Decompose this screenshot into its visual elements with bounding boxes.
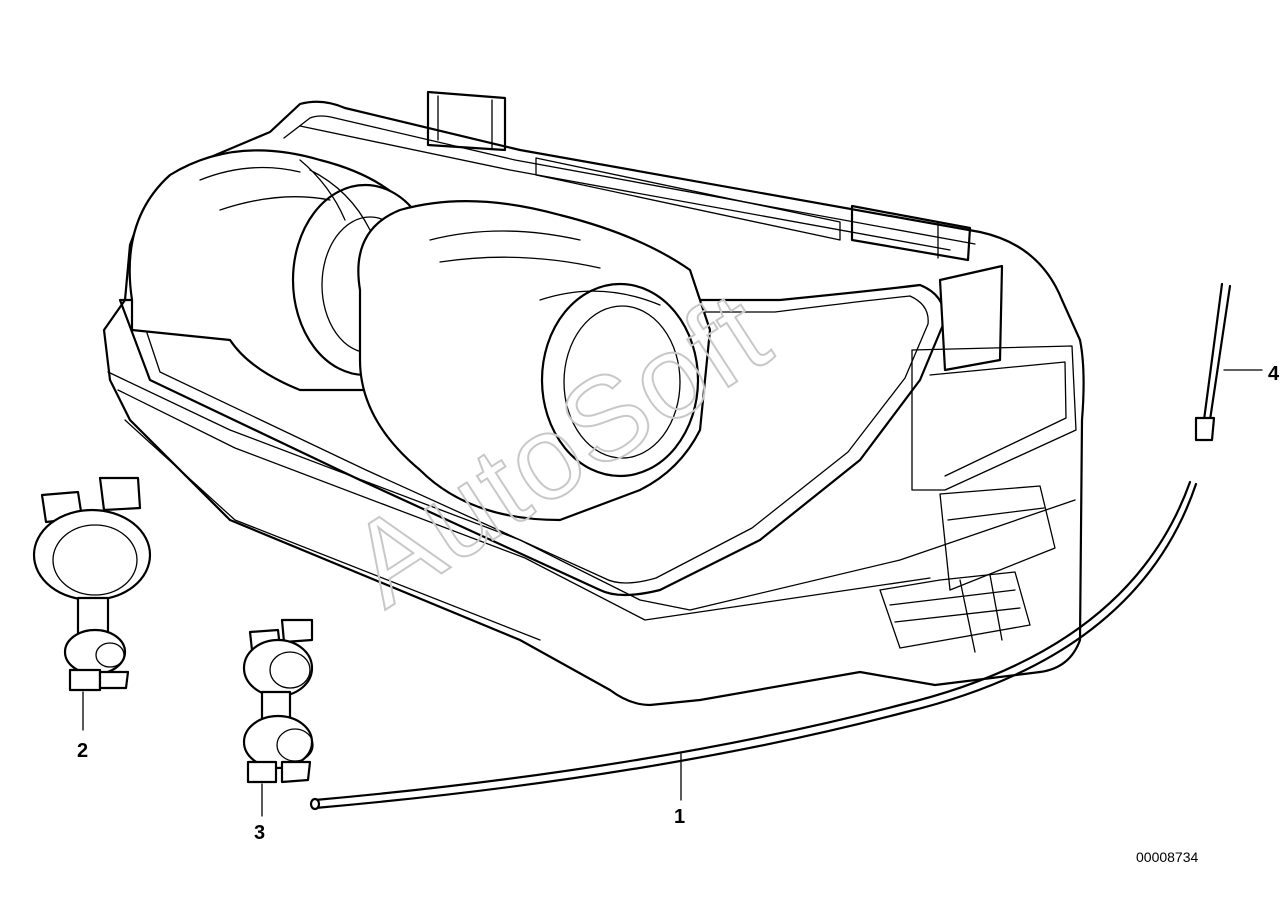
callout-2: 2 [77, 740, 88, 762]
callout-4: 4 [1268, 363, 1280, 385]
air-filter-housing [102, 90, 1085, 707]
document-number: 00008734 [1136, 849, 1199, 865]
part-2-clamp [32, 476, 152, 692]
filter-drum-right [357, 200, 712, 522]
callout-3: 3 [254, 822, 265, 844]
leader-lines [82, 369, 1263, 817]
part-4-pin [1194, 282, 1232, 442]
callout-1: 1 [674, 806, 685, 828]
part-3-clamp [242, 618, 314, 784]
part-1-hose [309, 480, 1198, 811]
